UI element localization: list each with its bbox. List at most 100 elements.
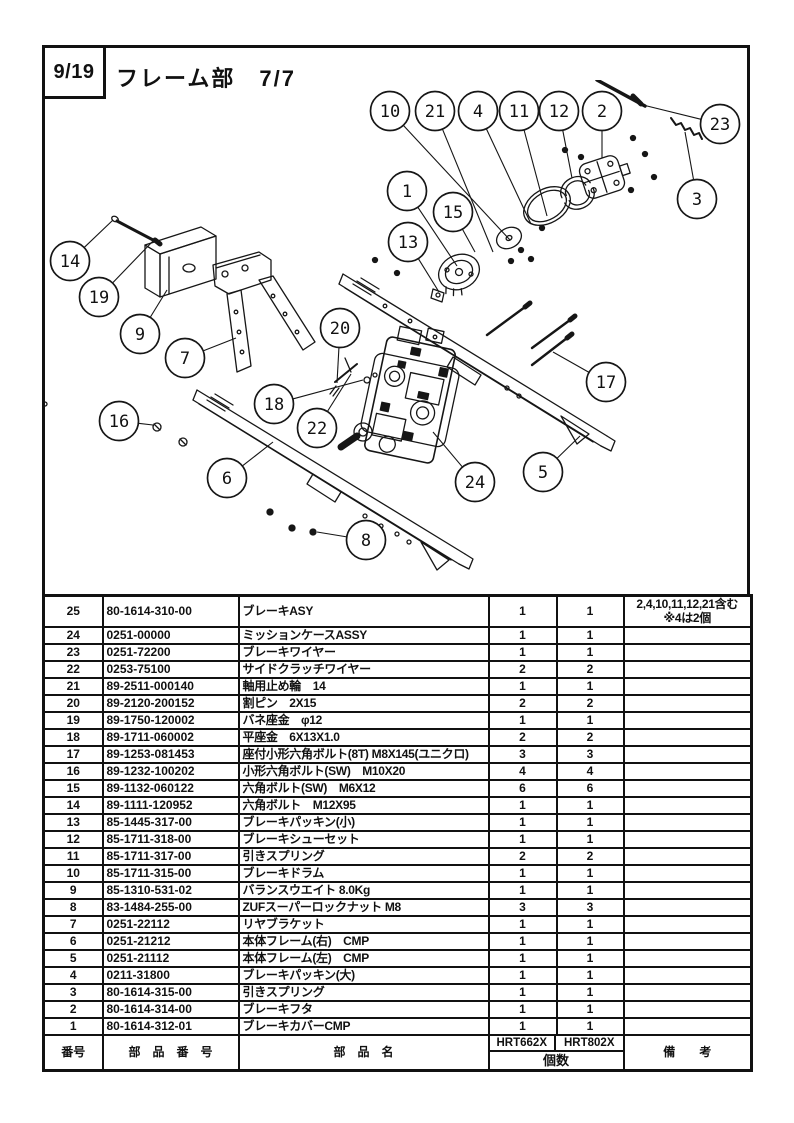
cell-part-name: リヤブラケット xyxy=(237,915,490,934)
cell-part-number: 80-1614-314-00 xyxy=(101,1000,240,1019)
callout-number-15: 15 xyxy=(443,203,463,223)
col-header-quantity: HRT662X HRT802X 個数 xyxy=(487,1034,625,1072)
cell-qty-hrt802x: 1 xyxy=(555,983,625,1002)
cell-part-name: ZUFスーパーロックナット M8 xyxy=(237,898,490,917)
cell-row-number: 2 xyxy=(42,1000,104,1019)
callout-number-23: 23 xyxy=(710,115,730,135)
col-header-part-number: 部 品 番 号 xyxy=(101,1034,240,1072)
col-header-number: 番号 xyxy=(42,1034,104,1072)
cell-remarks xyxy=(622,694,753,713)
callout-leader-22 xyxy=(326,373,352,412)
cell-part-name: 六角ボルト(SW) M6X12 xyxy=(237,779,490,798)
cell-remarks xyxy=(622,1000,753,1019)
callout-number-3: 3 xyxy=(692,190,702,210)
cell-qty-hrt662x: 3 xyxy=(487,898,558,917)
washers-art xyxy=(363,372,378,384)
cell-qty-hrt662x: 1 xyxy=(487,813,558,832)
callout-leader-8 xyxy=(316,531,347,538)
cell-qty-hrt802x: 3 xyxy=(555,745,625,764)
callout-number-19: 19 xyxy=(89,288,109,308)
callout-leader-18 xyxy=(292,379,364,400)
cell-part-number: 80-1614-310-00 xyxy=(101,594,240,628)
cell-qty-hrt662x: 1 xyxy=(487,643,558,662)
callout-number-4: 4 xyxy=(473,102,483,122)
callout-leader-1 xyxy=(417,206,458,267)
cell-remarks xyxy=(622,762,753,781)
lock-nuts-art xyxy=(266,508,317,536)
cell-qty-hrt662x: 1 xyxy=(487,830,558,849)
cell-part-name: ブレーキフタ xyxy=(237,1000,490,1019)
cell-row-number: 13 xyxy=(42,813,104,832)
callout-20 xyxy=(319,307,361,349)
callout-22 xyxy=(296,407,338,449)
callout-12 xyxy=(538,90,580,132)
callout-leader-12 xyxy=(562,130,573,179)
cell-remarks xyxy=(622,779,753,798)
callout-leader-13 xyxy=(417,258,440,293)
output-shaft-art xyxy=(337,422,373,451)
callout-number-8: 8 xyxy=(361,531,371,551)
small-packing-art xyxy=(430,288,445,303)
small-screws-art xyxy=(152,422,188,447)
cell-remarks xyxy=(622,677,753,696)
callout-leader-14 xyxy=(83,219,114,248)
cell-remarks xyxy=(622,626,753,645)
cell-remarks xyxy=(622,847,753,866)
cell-qty-hrt662x: 1 xyxy=(487,594,558,628)
cell-part-number: 89-1111-120952 xyxy=(101,796,240,815)
balance-weight-art xyxy=(144,226,217,298)
cell-row-number: 9 xyxy=(42,881,104,900)
cell-part-name: 本体フレーム(左) CMP xyxy=(237,949,490,968)
callout-number-1: 1 xyxy=(402,182,412,202)
cell-part-number: 0251-21212 xyxy=(101,932,240,951)
callout-leader-11 xyxy=(523,129,548,217)
cell-row-number: 4 xyxy=(42,966,104,985)
cell-qty-hrt662x: 1 xyxy=(487,796,558,815)
col-header-part-name: 部 品 名 xyxy=(237,1034,490,1072)
model-hrt662x-label: HRT662X xyxy=(490,1036,556,1052)
cell-qty-hrt662x: 4 xyxy=(487,762,558,781)
cell-row-number: 24 xyxy=(42,626,104,645)
cell-part-number: 85-1711-318-00 xyxy=(101,830,240,849)
callout-leader-19 xyxy=(112,240,154,284)
cell-row-number: 16 xyxy=(42,762,104,781)
callout-21 xyxy=(414,90,456,132)
cell-qty-hrt802x: 1 xyxy=(555,813,625,832)
cell-qty-hrt662x: 1 xyxy=(487,932,558,951)
cell-part-name: ブレーキドラム xyxy=(237,864,490,883)
cell-qty-hrt802x: 1 xyxy=(555,932,625,951)
callout-number-2: 2 xyxy=(597,102,607,122)
scattered-bolts-art xyxy=(371,134,658,277)
cell-part-name: 割ピン 2X15 xyxy=(237,694,490,713)
callout-number-21: 21 xyxy=(425,102,445,122)
cell-qty-hrt662x: 6 xyxy=(487,779,558,798)
table-header-row: 番号 部 品 番 号 部 品 名 HRT662X HRT802X 個数 備 考 xyxy=(42,1034,753,1072)
callout-13 xyxy=(387,221,429,263)
cell-qty-hrt802x: 3 xyxy=(555,898,625,917)
callout-number-5: 5 xyxy=(538,463,548,483)
cell-remarks xyxy=(622,745,753,764)
cell-remarks xyxy=(622,949,753,968)
cell-qty-hrt662x: 1 xyxy=(487,711,558,730)
callout-number-22: 22 xyxy=(307,419,327,439)
cell-row-number: 17 xyxy=(42,745,104,764)
cell-part-name: ブレーキパッキン(大) xyxy=(237,966,490,985)
callout-9 xyxy=(119,313,161,355)
cell-part-name: 小形六角ボルト(SW) M10X20 xyxy=(237,762,490,781)
cell-part-number: 83-1484-255-00 xyxy=(101,898,240,917)
tension-spring-art xyxy=(670,117,703,140)
cell-part-number: 89-1711-060002 xyxy=(101,728,240,747)
cell-remarks xyxy=(622,830,753,849)
cell-part-name: 引きスプリング xyxy=(237,983,490,1002)
cell-remarks xyxy=(622,813,753,832)
brake-drum-art xyxy=(438,253,480,297)
cell-part-name: ブレーキシューセット xyxy=(237,830,490,849)
